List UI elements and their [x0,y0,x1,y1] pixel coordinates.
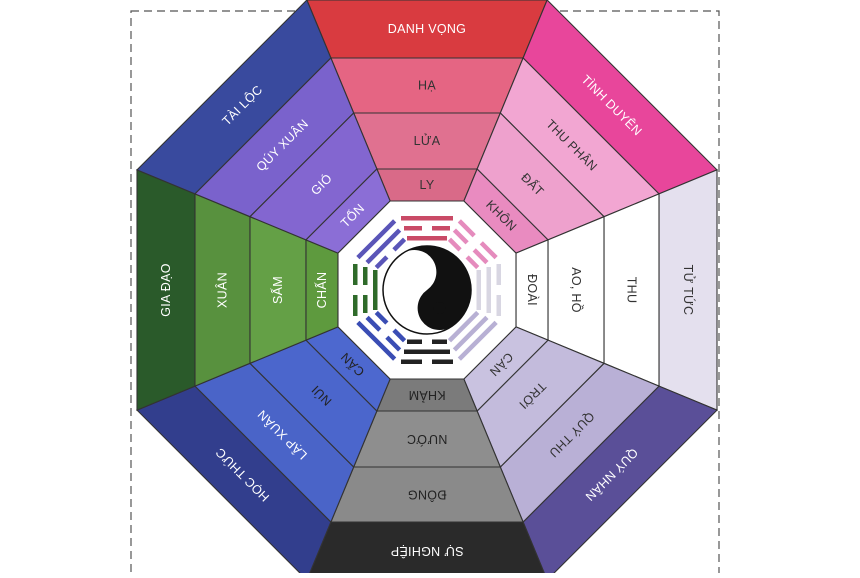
trigram-bar-broken [401,359,422,364]
trigram-w [353,264,378,316]
sector-n-label-1: DANH VỌNG [388,22,466,36]
trigram-bar-broken [365,315,382,332]
trigram-bar-solid [407,236,447,241]
sector-n-label-2: HẠ [418,79,436,93]
trigram-bar-solid [486,267,491,313]
sector-w-label-4: CHẤN [314,272,329,309]
trigram-bar-broken [392,237,407,252]
trigram-bar-broken [432,226,450,231]
sector-w-label-1: GIA ĐẠO [159,263,173,317]
trigram-s [401,339,453,364]
sector-e-label-3: AO, HỒ [569,267,584,313]
trigram-bar-solid [452,315,489,352]
trigram-bar-broken [353,295,358,316]
sector-s-label-3: NƯỚC [407,432,448,447]
sector-e-label-1: TỬ TỨC [681,265,696,316]
trigram-bar-broken [432,359,453,364]
sector-s-label-4: KHẢM [408,388,445,403]
sector-s-label-1: SỰ NGHIỆP [390,544,463,559]
trigram-bar-broken [465,255,480,270]
trigram-e [476,264,501,316]
trigram-bar-broken [374,310,389,325]
trigram-bar-broken [479,241,498,260]
trigram-ne [447,219,498,270]
sector-w-label-3: SẤM [270,276,285,304]
sector-n-label-4: LY [420,178,435,192]
trigram-bar-solid [476,270,481,310]
trigram-bar-broken [496,264,501,285]
trigram-bar-broken [363,295,368,313]
trigram-n [401,216,453,241]
trigram-bar-solid [447,310,480,343]
sector-e-label-4: ĐOÀI [525,274,540,306]
sector-n-label-3: LỬA [414,133,441,148]
trigram-bar-solid [457,320,498,361]
trigram-bar-broken [457,219,476,238]
trigram-bar-solid [373,270,378,310]
yin-yang-icon [382,245,472,335]
trigram-bar-solid [356,320,397,361]
trigram-nw [356,219,407,270]
trigram-bar-broken [472,248,489,265]
sector-e-label-2: THU [625,277,639,304]
trigram-bar-broken [432,339,447,344]
trigram-bar-solid [365,228,402,265]
trigram-se [447,310,498,361]
trigram-bar-broken [363,267,368,285]
trigram-bar-broken [374,255,389,270]
trigram-bar-broken [353,264,358,285]
trigram-bar-broken [392,328,407,343]
trigram-bar-solid [404,349,450,354]
trigram-bar-broken [452,228,469,245]
trigram-sw [356,310,407,361]
trigram-bar-broken [385,335,402,352]
center-badge [337,200,517,380]
trigram-bar-broken [407,339,422,344]
sector-w-label-2: XUÂN [215,272,230,308]
trigram-bar-broken [447,237,462,252]
trigram-bar-broken [496,295,501,316]
sector-s-label-2: ĐÔNG [408,488,447,503]
trigram-bar-solid [356,219,397,260]
octagon-rings [136,0,718,578]
trigram-bar-solid [401,216,453,221]
trigram-bar-broken [404,226,422,231]
